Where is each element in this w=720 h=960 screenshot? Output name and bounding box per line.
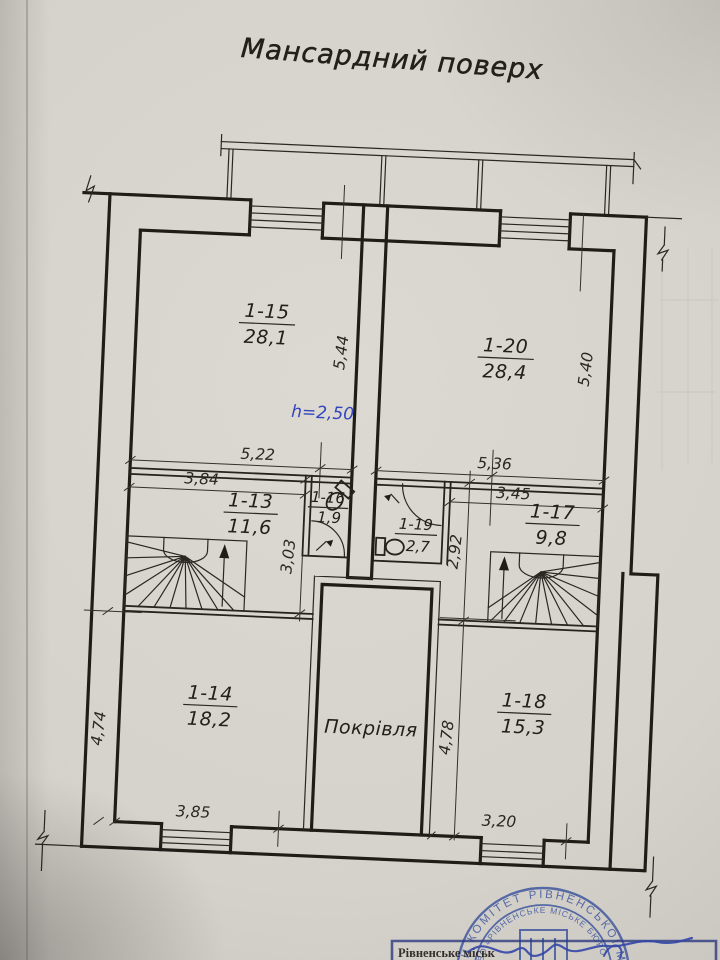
room-label-1-16: 1-16 1,9 — [307, 488, 349, 527]
page-bleed-through — [657, 247, 719, 471]
room-label-1-14: 1-14 18,2 — [183, 682, 238, 732]
svg-text:1-17: 1-17 — [529, 500, 575, 524]
drawing-title: Мансардний поверх — [240, 33, 544, 86]
roof-area-label: Покрівля — [324, 716, 418, 742]
dim-left-mid-depth: 3,03 — [277, 538, 299, 575]
dim-room-1-18-depth: 4,78 — [435, 719, 457, 756]
window-bottom-left — [160, 829, 232, 847]
svg-text:9,8: 9,8 — [535, 527, 568, 550]
door-leaf-symbol — [326, 539, 334, 547]
footer-label: Рівненське міськ — [398, 946, 496, 960]
svg-text:1-20: 1-20 — [483, 334, 529, 358]
wall-break-marks — [34, 175, 683, 918]
balcony-railing — [220, 133, 642, 217]
dim-room-1-17-width: 3,45 — [496, 484, 531, 503]
door-arc-1-16 — [311, 520, 346, 557]
window-top-right — [498, 216, 571, 242]
ceiling-height-note: h=2,50 — [291, 402, 355, 425]
svg-text:1-19: 1-19 — [398, 515, 433, 534]
door-leaf-symbol — [384, 494, 392, 502]
room-label-1-17: 1-17 9,8 — [525, 500, 580, 550]
svg-text:1-18: 1-18 — [501, 689, 547, 713]
dim-left-unit-depth: 5,44 — [330, 334, 352, 371]
dim-room-1-14-depth: 4,74 — [88, 710, 110, 747]
room-label-1-13: 1-13 11,6 — [223, 489, 278, 539]
dim-room-1-14-width: 3,85 — [175, 802, 210, 821]
svg-text:1,9: 1,9 — [317, 508, 342, 527]
dim-room-1-18-width: 3,20 — [481, 812, 516, 831]
svg-text:2,7: 2,7 — [406, 537, 431, 556]
room-label-1-18: 1-18 15,3 — [497, 689, 552, 739]
staircase-right — [487, 551, 602, 628]
door-arc-1-19 — [384, 483, 442, 527]
handwritten-signature — [466, 936, 694, 957]
svg-text:18,2: 18,2 — [187, 708, 232, 732]
svg-text:1-15: 1-15 — [244, 300, 290, 324]
interior-partitions — [122, 466, 605, 633]
stamp-outer-circle — [456, 886, 630, 960]
toilet-icon-1-16 — [325, 479, 356, 511]
dim-left-unit-width: 5,22 — [240, 445, 275, 464]
page-left-edge — [0, 0, 28, 960]
svg-text:28,1: 28,1 — [243, 326, 288, 350]
dim-room-1-13-width: 3,84 — [184, 469, 219, 488]
svg-text:28,4: 28,4 — [482, 360, 527, 384]
footer-box — [390, 939, 718, 960]
svg-text:11,6: 11,6 — [227, 515, 272, 539]
stamp-inner-circle — [474, 904, 612, 960]
svg-text:1-13: 1-13 — [228, 489, 274, 513]
room-label-1-15: 1-15 28,1 — [238, 300, 296, 350]
room-labels: 1-15 28,1 1-20 28,4 1-13 11,6 1-16 1,9 1… — [183, 300, 580, 742]
staircase-left — [123, 535, 248, 612]
dim-right-unit-width: 5,36 — [477, 454, 512, 473]
window-top-left — [249, 205, 325, 231]
stair-up-arrow-left — [219, 544, 230, 559]
svg-text:15,3: 15,3 — [500, 715, 545, 739]
trident-emblem-icon — [519, 929, 568, 960]
signature-flourish — [603, 944, 623, 959]
room-label-1-19: 1-19 2,7 — [394, 515, 438, 556]
dim-right-unit-depth: 5,40 — [575, 351, 597, 388]
svg-text:1-16: 1-16 — [311, 488, 346, 507]
dimension-lines — [83, 184, 610, 860]
dimension-labels: 5,22 3,84 5,36 3,45 5,44 5,40 3,03 2,92 … — [88, 334, 597, 831]
room-label-1-20: 1-20 28,4 — [477, 334, 534, 384]
stamp-footer: Рівненське міськ — [390, 936, 718, 960]
window-bottom-right — [479, 842, 545, 860]
exterior-walls — [79, 190, 660, 873]
svg-text:1-14: 1-14 — [187, 682, 233, 706]
plan-geometry: 5,22 3,84 5,36 3,45 5,44 5,40 3,03 2,92 … — [34, 133, 683, 918]
stair-up-arrow-right — [498, 556, 509, 571]
roof-area-outline — [302, 575, 442, 837]
dim-right-mid-depth: 2,92 — [444, 533, 466, 570]
toilet-icon-1-19 — [374, 536, 405, 557]
